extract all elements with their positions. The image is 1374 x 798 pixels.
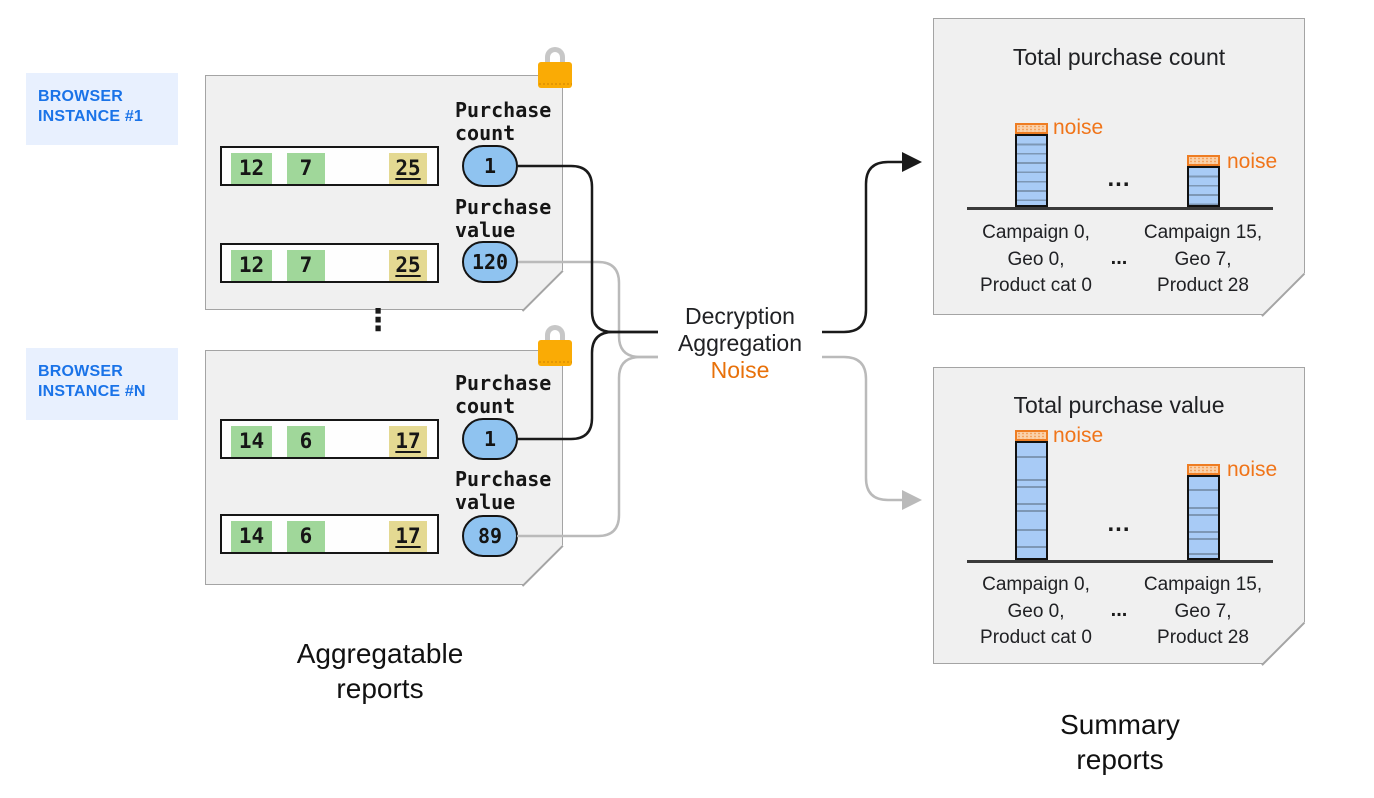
chart-title: Total purchase count xyxy=(1012,44,1226,70)
purchase-count-label: Purchase count xyxy=(455,98,552,145)
browser-instance-1-label-line2: INSTANCE #1 xyxy=(38,108,144,125)
noise-label: noise xyxy=(1227,150,1278,173)
vertical-ellipsis: ⋮ xyxy=(363,303,393,338)
noise-cap xyxy=(1187,155,1220,166)
noise-label: noise xyxy=(1053,424,1104,447)
purchase-value-label: Purchase value xyxy=(455,467,552,514)
key-bucket-chip: 25 xyxy=(389,153,427,184)
black-arrowhead-icon xyxy=(902,152,922,172)
aggregatable-report-panel-n: 14 6 17 14 6 17 Purchase count 1 Purchas… xyxy=(205,350,564,586)
lock-body xyxy=(538,340,572,366)
browser-instance-1-label: BROWSER INSTANCE #1 xyxy=(26,73,178,145)
gray-arrowhead-icon xyxy=(902,490,922,510)
bar-campaign0 xyxy=(1015,441,1048,560)
purchase-count-value: 1 xyxy=(462,145,518,187)
chart-title: Total purchase value xyxy=(1013,392,1225,418)
purchase-value-value: 89 xyxy=(462,515,518,557)
browser-instance-n-label: BROWSER INSTANCE #N xyxy=(26,348,178,420)
purchase-value-label: Purchase value xyxy=(455,195,552,242)
summary-reports-caption: Summary reports xyxy=(1060,709,1180,775)
x-tick-label: Campaign 0, Geo 0, Product cat 0 xyxy=(980,574,1092,648)
noise-cap xyxy=(1015,123,1048,134)
summary-panel-count: Total purchase count noise noise ... Cam… xyxy=(933,18,1305,316)
processing-steps: Decryption Aggregation Noise xyxy=(640,303,840,384)
noise-step: Noise xyxy=(710,357,770,383)
bucket-chip: 12 xyxy=(231,153,272,184)
lock-icon xyxy=(538,47,572,88)
key-bucket-chip: 25 xyxy=(389,250,427,281)
labels-ellipsis: ... xyxy=(1110,599,1128,621)
x-tick-label: Campaign 15, Geo 7, Product 28 xyxy=(1143,222,1263,296)
labels-ellipsis: ... xyxy=(1110,247,1128,269)
decryption-step: Decryption xyxy=(685,303,795,329)
panel-sheet xyxy=(933,367,1305,664)
key-bucket-chip: 17 xyxy=(389,426,427,457)
panel-sheet xyxy=(933,18,1305,315)
noise-cap xyxy=(1187,464,1220,475)
key-bucket-chip: 17 xyxy=(389,521,427,552)
aggregatable-report-panel-1: 12 7 25 12 7 25 Purchase count 1 Purchas… xyxy=(205,75,564,311)
count-wires xyxy=(517,160,902,441)
bucket-chip: 6 xyxy=(287,426,325,457)
bars-ellipsis: ... xyxy=(1107,165,1131,192)
bucket-chip: 7 xyxy=(287,153,325,184)
purchase-value-value: 120 xyxy=(462,241,518,283)
histogram-row: 14 6 17 xyxy=(220,419,439,459)
purchase-count-value: 1 xyxy=(462,418,518,460)
noise-label: noise xyxy=(1227,458,1278,481)
x-axis xyxy=(967,560,1273,563)
bar-campaign0 xyxy=(1015,134,1048,207)
histogram-row: 12 7 25 xyxy=(220,243,439,283)
histogram-row: 14 6 17 xyxy=(220,514,439,554)
browser-instance-n-label-line2: INSTANCE #N xyxy=(38,383,146,400)
bucket-chip: 7 xyxy=(287,250,325,281)
lock-icon xyxy=(538,325,572,366)
lock-body xyxy=(538,62,572,88)
noise-label: noise xyxy=(1053,116,1104,139)
noise-cap xyxy=(1015,430,1048,441)
summary-panel-value: Total purchase value noise noise ... Cam… xyxy=(933,367,1305,665)
aggregatable-reports-caption: Aggregatable reports xyxy=(296,638,464,704)
x-tick-label: Campaign 15, Geo 7, Product 28 xyxy=(1143,574,1263,648)
aggregation-step: Aggregation xyxy=(677,330,803,356)
bucket-chip: 6 xyxy=(287,521,325,552)
bars-ellipsis: ... xyxy=(1107,510,1131,537)
purchase-count-label: Purchase count xyxy=(455,371,552,418)
bucket-chip: 14 xyxy=(231,426,272,457)
bar-campaign15 xyxy=(1187,475,1220,560)
lock-shackle xyxy=(545,47,565,67)
histogram-row: 12 7 25 xyxy=(220,146,439,186)
x-axis xyxy=(967,207,1273,210)
x-tick-label: Campaign 0, Geo 0, Product cat 0 xyxy=(980,222,1092,296)
bucket-chip: 14 xyxy=(231,521,272,552)
bucket-chip: 12 xyxy=(231,250,272,281)
bar-campaign15 xyxy=(1187,166,1220,207)
browser-instance-n-label-line1: BROWSER xyxy=(38,363,123,380)
browser-instance-1-label-line1: BROWSER xyxy=(38,88,123,105)
